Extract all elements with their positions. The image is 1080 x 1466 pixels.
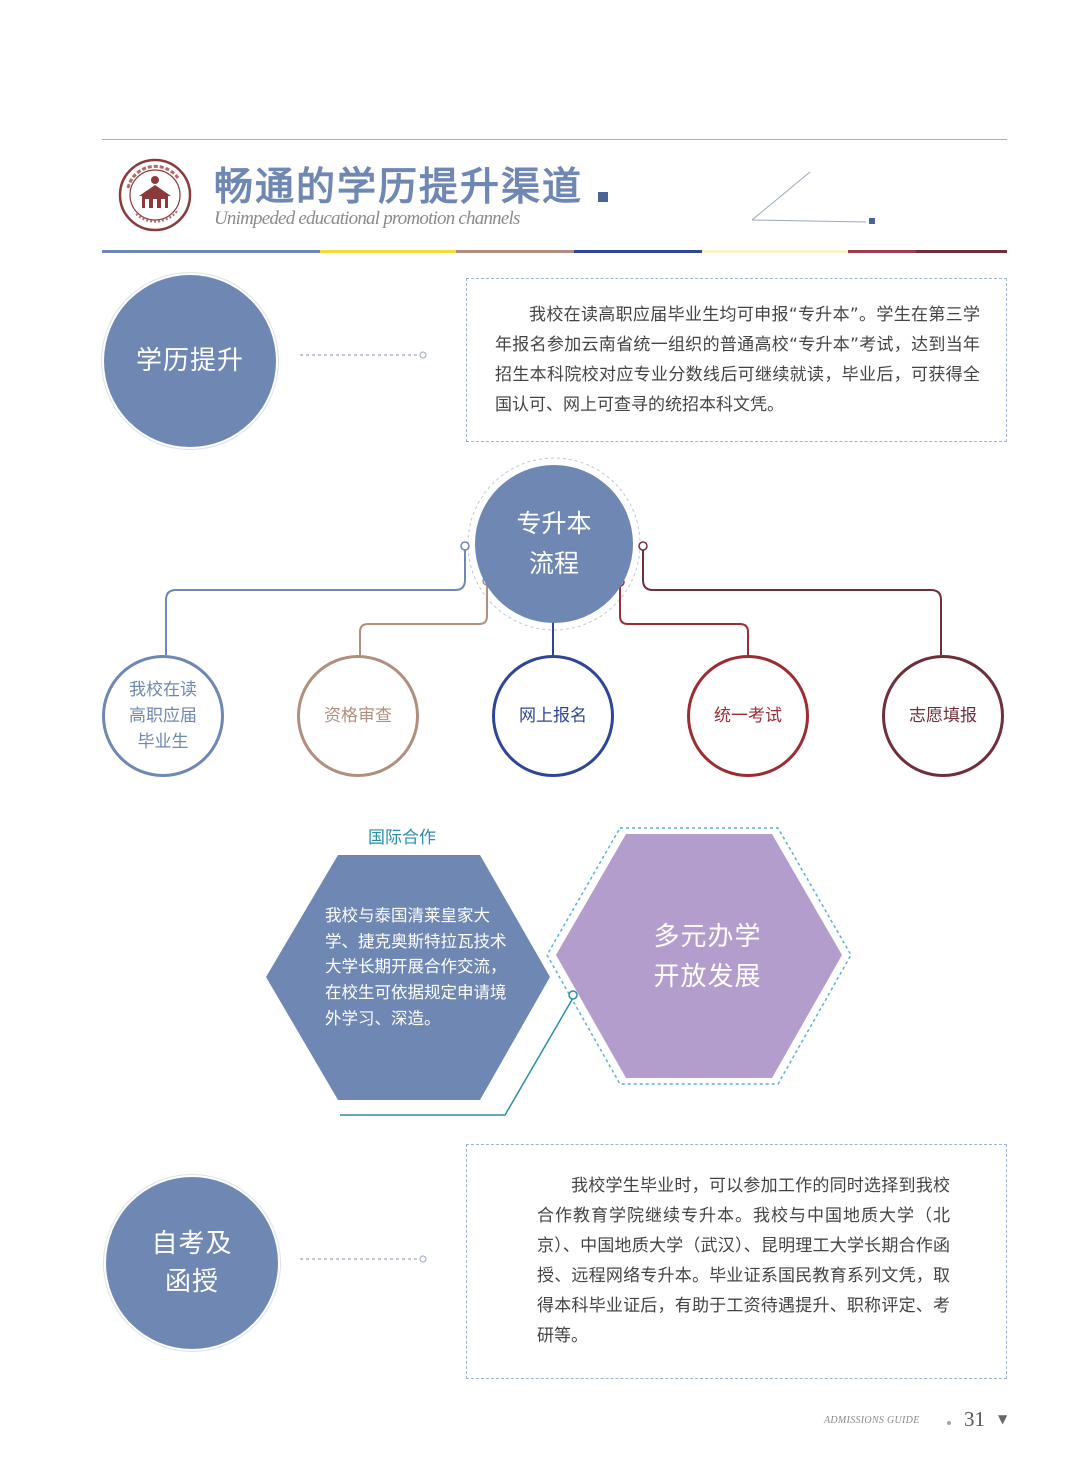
color-bar-segment xyxy=(456,250,574,253)
footer-guide-label: ADMISSIONS GUIDE xyxy=(824,1415,920,1426)
self-study-connector xyxy=(300,1255,427,1263)
footer-dot xyxy=(947,1421,951,1425)
color-bar-segment xyxy=(102,250,320,253)
step-text: 统一考试 xyxy=(714,706,782,726)
step-volunteer-filling: 志愿填报 xyxy=(882,655,1004,777)
title-square-decoration xyxy=(598,192,608,202)
step-unified-exam: 统一考试 xyxy=(687,655,809,777)
header-color-bar xyxy=(102,250,1007,253)
degree-promotion-label: 学历提升 xyxy=(135,346,244,376)
step-enrolled-graduates: 我校在读 高职应届 毕业生 xyxy=(102,655,224,777)
cooperation-label: 国际合作 xyxy=(368,828,436,848)
self-study-label-line2: 函授 xyxy=(164,1267,219,1297)
upgrade-process-line2: 流程 xyxy=(528,549,579,578)
degree-info-text: 我校在读高职应届毕业生均可申报“专升本”。学生在第三学年报名参加云南省统一组织的… xyxy=(495,305,980,415)
upgrade-process-line1: 专升本 xyxy=(516,509,592,538)
degree-connector xyxy=(300,351,427,359)
cooperation-text: 我校与泰国清莱皇家大学、捷克奥斯特拉瓦技术大学长期开展合作交流，在校生可依据规定… xyxy=(325,906,507,1028)
top-rule xyxy=(102,139,1007,140)
step-text: 网上报名 xyxy=(519,706,587,726)
self-study-info-text: 我校学生毕业时，可以参加工作的同时选择到我校合作教育学院继续专升本。我校与中国地… xyxy=(537,1176,950,1346)
step-text: 志愿填报 xyxy=(909,706,977,726)
self-study-circle: 自考及 函授 xyxy=(106,1177,278,1349)
self-study-label-line1: 自考及 xyxy=(151,1229,233,1259)
color-bar-segment xyxy=(574,250,702,253)
upgrade-process-circle: 专升本 流程 xyxy=(475,465,633,623)
color-bar-segment xyxy=(320,250,456,253)
step-text: 高职应届 xyxy=(129,706,197,726)
color-bar-segment xyxy=(702,250,848,253)
color-bar-segment xyxy=(916,250,1007,253)
page-subtitle: Unimpeded educational promotion channels xyxy=(214,208,520,229)
self-study-info-box: 我校学生毕业时，可以参加工作的同时选择到我校合作教育学院继续专升本。我校与中国地… xyxy=(466,1144,1007,1379)
degree-promotion-circle: 学历提升 xyxy=(104,275,276,447)
school-seal-icon xyxy=(118,158,192,232)
diverse-line2: 开放发展 xyxy=(653,962,762,992)
triangle-down-icon: ▼ xyxy=(998,1412,1008,1426)
cooperation-hexagon xyxy=(266,855,550,1100)
diverse-hexagon xyxy=(556,834,842,1078)
step-text: 资格审查 xyxy=(324,706,392,726)
step-text: 毕业生 xyxy=(137,732,189,752)
diverse-line1: 多元办学 xyxy=(653,922,762,952)
cooperation-hexagons xyxy=(266,827,852,1116)
step-qualification-review: 资格审查 xyxy=(297,655,419,777)
page-title: 畅通的学历提升渠道 xyxy=(214,165,584,210)
color-bar-segment xyxy=(848,250,916,253)
header-line-decoration xyxy=(751,171,875,224)
step-online-registration: 网上报名 xyxy=(492,655,614,777)
page-number: 31 xyxy=(964,1407,985,1431)
degree-info-box: 我校在读高职应届毕业生均可申报“专升本”。学生在第三学年报名参加云南省统一组织的… xyxy=(466,278,1007,442)
diverse-development-text: 多元办学 开放发展 xyxy=(610,917,805,997)
step-text: 我校在读 xyxy=(129,680,197,700)
